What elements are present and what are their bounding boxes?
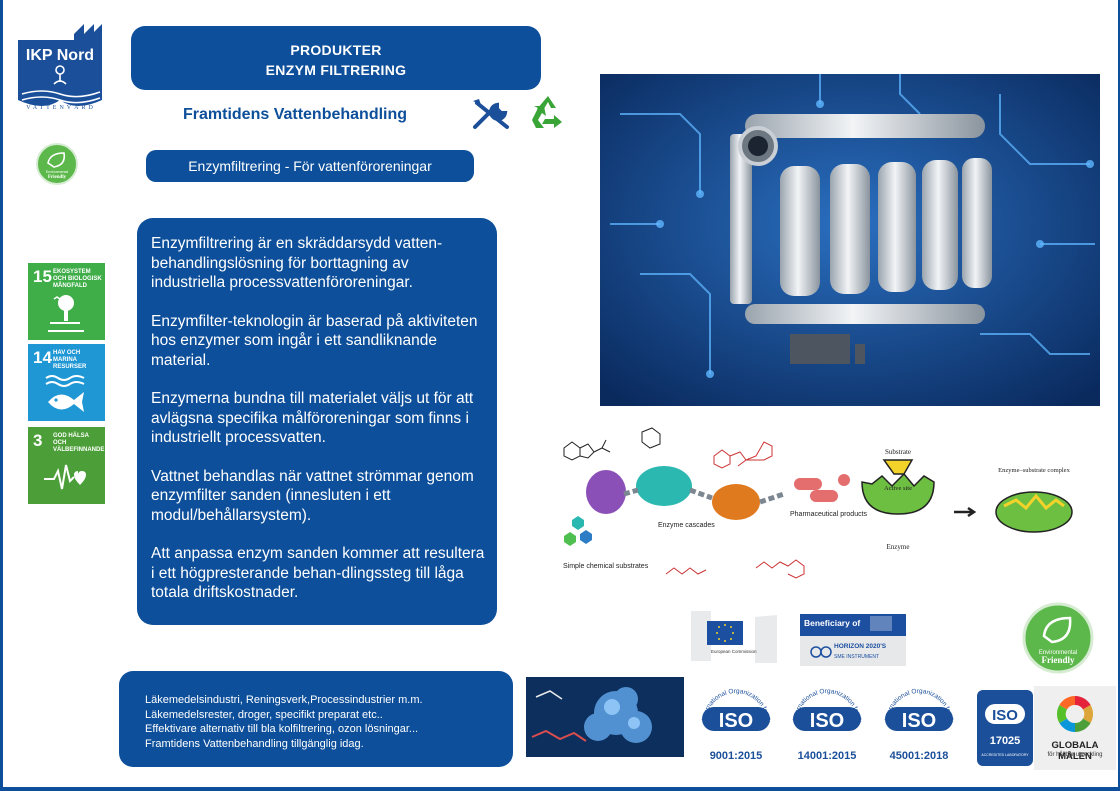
lock-and-key-model — [861, 459, 1073, 533]
environmental-friendly-badge: Environmental Friendly — [1022, 602, 1094, 674]
active-site-label: Active site — [884, 485, 912, 492]
frame-left — [0, 0, 3, 791]
molecule-icon — [563, 439, 611, 461]
iso-17025-badge: ISO 17025 ACCREDITED LABORATORY — [977, 690, 1033, 766]
logo-tagline: VATTENVÅRD — [26, 105, 96, 111]
iso-number: 14001:2015 — [797, 750, 857, 762]
sdg-number: 15 — [33, 267, 52, 286]
frame-right — [1118, 0, 1120, 791]
sdg-label: GOD HÄLSA OCH VÄLBEFINNANDE — [53, 433, 105, 453]
fish-icon — [45, 375, 85, 412]
tree-icon — [48, 295, 84, 332]
sub-title-banner: Enzymfiltrering - För vattenföroreningar — [146, 150, 474, 182]
iso17025-sub: ACCREDITED LABORATORY — [981, 753, 1029, 757]
sdg-tile-3: 3 GOD HÄLSA OCH VÄLBEFINNANDE — [28, 427, 105, 504]
globala-title: GLOBALA MÅLEN — [1051, 740, 1099, 762]
tools-icon — [473, 99, 509, 129]
enzyme-cascade-diagram: Simple chemical substrates Enzyme cascad… — [563, 427, 1073, 579]
enzyme-label: Enzyme — [887, 543, 910, 551]
molecule-icon — [713, 441, 773, 469]
iso-label: ISO — [902, 710, 936, 732]
iso17025-label: ISO — [992, 707, 1018, 724]
iso-45001-badge: International Organization for Standardi… — [875, 678, 961, 767]
paragraph-2: Enzymfilter-teknologin är baserad på akt… — [151, 312, 478, 369]
ikp-nord-logo: IKP Nord — [18, 24, 102, 106]
enzyme-cascades-label: Enzyme cascades — [658, 522, 715, 529]
iso-9001-badge: International Organization for Standardi… — [692, 678, 778, 767]
logo-text: IKP Nord — [26, 47, 94, 64]
globala-sub: för hållbar utveckling — [1047, 752, 1103, 758]
main-description: Enzymfiltrering är en skräddarsydd vatte… — [137, 218, 497, 625]
eco-line1: Environmental — [1039, 650, 1077, 656]
sdg-tile-15: 15 EKOSYSTEM OCH BIOLOGISK MÅNGFALD — [28, 263, 105, 340]
sme-label: SME INSTRUMENT — [834, 654, 879, 660]
applications-line-2: Läkemedelsrester, droger, specifikt prep… — [145, 708, 383, 721]
applications-line-1: Läkemedelsindustri, Reningsverk,Processi… — [145, 694, 423, 706]
pharma-products-label: Pharmaceutical products — [790, 511, 868, 518]
recycle-icon — [532, 96, 562, 128]
slogan: Framtidens Vattenbehandling — [183, 106, 408, 123]
header-line2: ENZYM FILTRERING — [265, 62, 407, 78]
paragraph-3: Enzymerna bundna till materialet väljs u… — [151, 390, 474, 446]
complex-label: Enzyme–substrate complex — [998, 467, 1070, 474]
frame-bottom — [0, 787, 1120, 791]
paragraph-1: Enzymfiltrering är en skräddarsydd vatte… — [151, 235, 443, 291]
applications-line-3: Effektivare alternativ till bla kolfiltr… — [145, 723, 419, 735]
globala-malen-badge: GLOBALA MÅLEN för hållbar utveckling — [1034, 686, 1116, 770]
molecule-icon — [665, 559, 805, 579]
sdg-number: 14 — [33, 348, 52, 367]
sdg-tile-14: 14 HAV OCH MARINA RESURSER — [28, 344, 105, 421]
iso-number: 9001:2015 — [709, 750, 763, 762]
enzyme-cascade-illustration — [564, 466, 850, 546]
eu-commission-label: European Commission — [711, 649, 757, 654]
eco-line2: Friendly — [1042, 655, 1075, 665]
iso-label: ISO — [719, 710, 753, 732]
horizon-label: HORIZON 2020'S — [834, 643, 887, 650]
substrate-label: Substrate — [885, 448, 911, 456]
beneficiary-label: Beneficiary of — [804, 618, 860, 628]
applications-box: Läkemedelsindustri, Reningsverk,Processi… — [119, 671, 513, 767]
header-banner: PRODUKTER ENZYM FILTRERING — [131, 26, 541, 90]
sdg-number: 3 — [33, 431, 43, 450]
sdg-wheel-icon — [1056, 696, 1094, 732]
header-line1: PRODUKTER — [290, 42, 382, 58]
simple-substrates-label: Simple chemical substrates — [563, 563, 649, 570]
iso-number: 45001:2018 — [889, 750, 949, 762]
paragraph-5: Att anpassa enzym sanden kommer att resu… — [151, 545, 485, 601]
molecular-illustration-image — [526, 677, 684, 757]
paragraph-4: Vattnet behandlas när vattnet strömmar g… — [151, 467, 474, 524]
enzyme-filter-system-image — [600, 74, 1100, 406]
sdg-label: EKOSYSTEM OCH BIOLOGISK MÅNGFALD — [53, 269, 102, 289]
environmental-friendly-badge-small: Environmental Friendly — [36, 143, 78, 185]
molecule-icon — [641, 427, 661, 449]
applications-line-4: Framtidens Vattenbehandling tillgänglig … — [145, 737, 364, 750]
iso17025-number: 17025 — [990, 735, 1021, 747]
heartbeat-icon — [44, 464, 86, 490]
iso-label: ISO — [810, 710, 844, 732]
european-commission-logo: European Commission — [691, 611, 777, 663]
horizon-2020-badge: Beneficiary of HORIZON 2020'S SME INSTRU… — [800, 614, 906, 666]
iso-14001-badge: International Organization for Standardi… — [783, 678, 869, 767]
eco-small-line1: Environmental — [46, 170, 69, 174]
eco-small-line2: Friendly — [48, 175, 67, 180]
sdg-label: HAV OCH MARINA RESURSER — [53, 350, 87, 370]
